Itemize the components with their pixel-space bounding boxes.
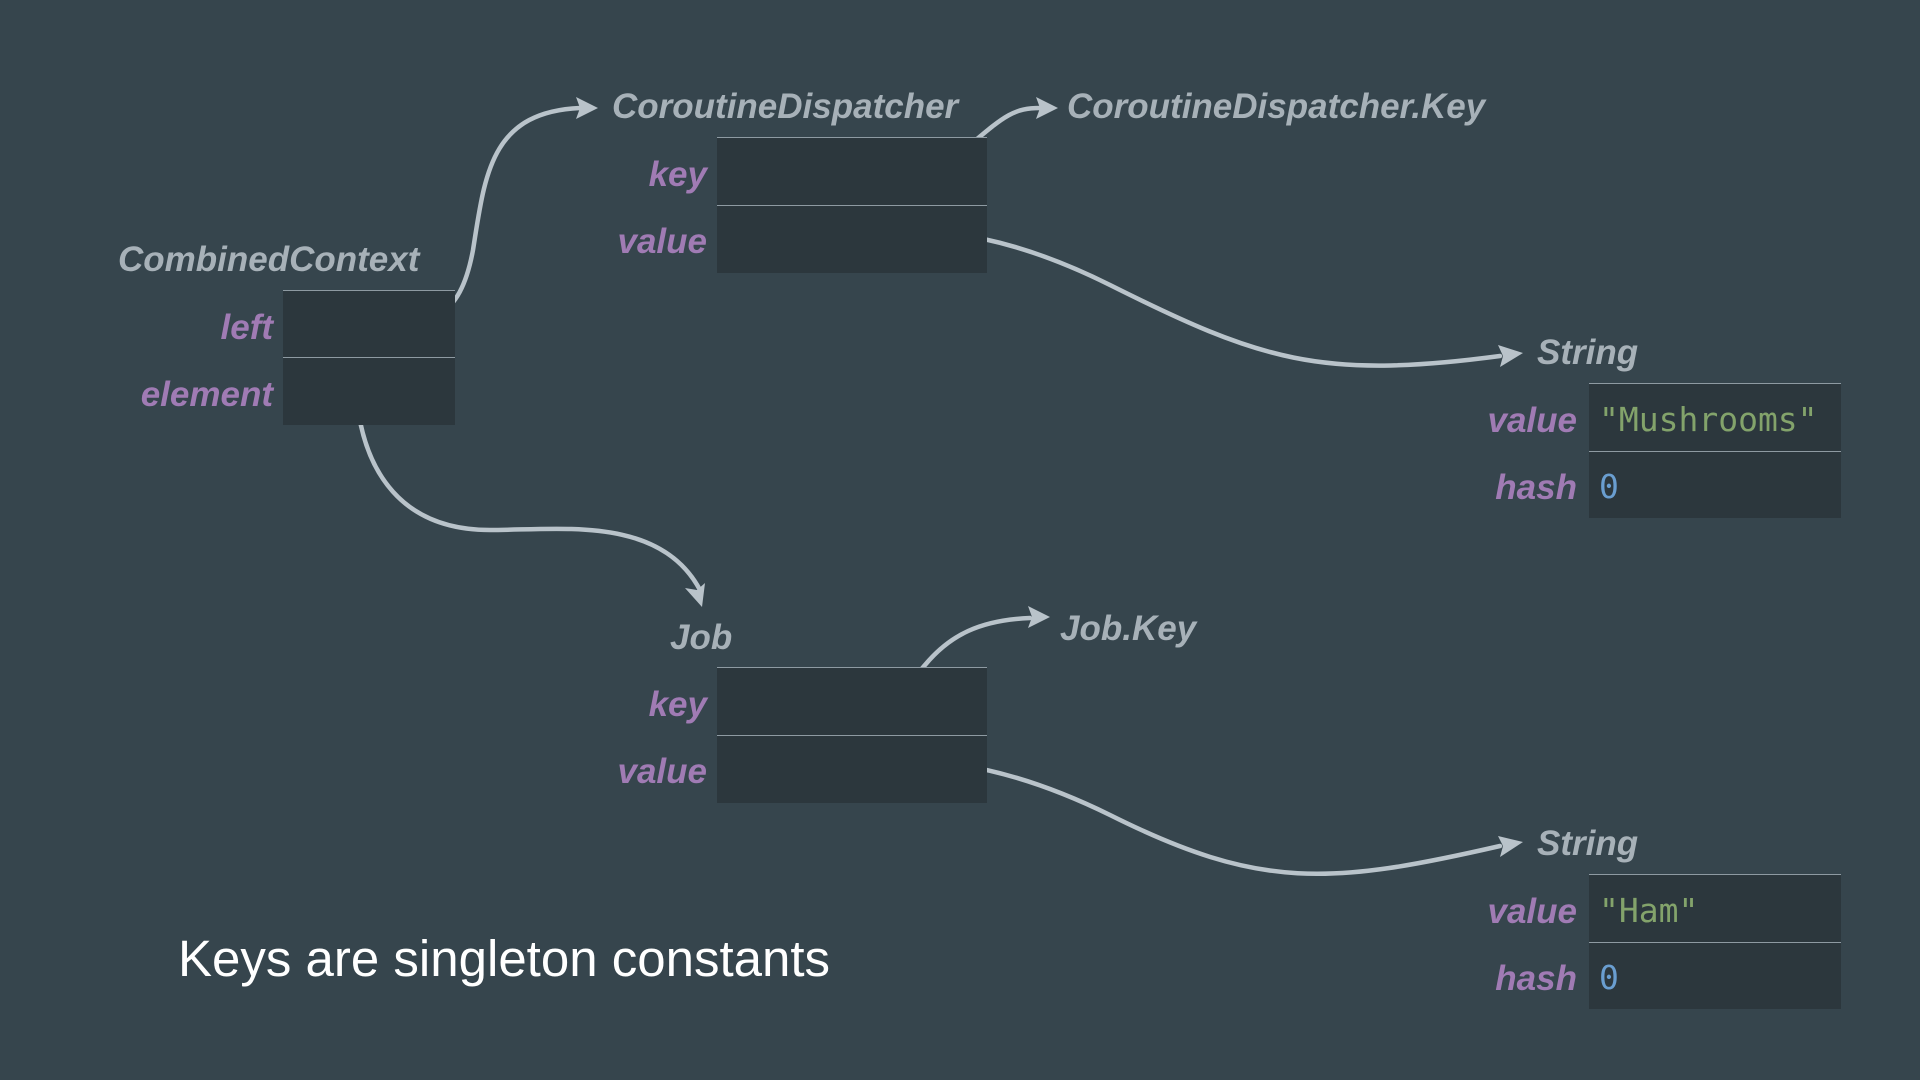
string-ham-hash-label: hash [1495, 959, 1577, 998]
string-mushrooms-value-cell [1589, 383, 1841, 451]
job-key-label: key [648, 685, 707, 724]
string-ham-value: "Ham" [1599, 891, 1699, 930]
job-title: Job [670, 618, 733, 657]
combined-context-left-cell [283, 290, 455, 357]
coroutine-dispatcher-value-label: value [617, 222, 708, 261]
combined-context-title: CombinedContext [118, 240, 420, 279]
arrow-element-to-job [354, 399, 703, 593]
combined-context-element-label: element [140, 375, 273, 414]
dispatcher-key-title: CoroutineDispatcher.Key [1067, 87, 1486, 126]
string-mushrooms-hash-label: hash [1495, 468, 1577, 507]
coroutine-dispatcher-key-label: key [648, 155, 707, 194]
combined-context-element-cell [283, 357, 455, 425]
string-mushrooms-title: String [1537, 333, 1639, 372]
job-key-cell [717, 667, 987, 735]
string-ham-value-cell [1589, 874, 1841, 942]
arrowhead-string-mushrooms [1498, 345, 1523, 367]
coroutine-dispatcher-value-cell [717, 205, 987, 273]
string-ham-title: String [1537, 824, 1639, 863]
job-value-cell [717, 735, 987, 803]
string-mushrooms-value: "Mushrooms" [1599, 400, 1818, 439]
string-ham-hash-cell [1589, 942, 1841, 1009]
string-ham-hash: 0 [1599, 958, 1619, 997]
arrowhead-job-key [1028, 606, 1050, 628]
combined-context-left-label: left [220, 308, 274, 347]
string-mushrooms-value-label: value [1487, 401, 1578, 440]
coroutine-dispatcher-key-cell [717, 137, 987, 205]
arrowhead-string-ham [1498, 836, 1523, 857]
string-ham-value-label: value [1487, 892, 1578, 931]
arrowhead-job [685, 583, 705, 607]
job-key-title: Job.Key [1060, 609, 1197, 648]
slide-caption: Keys are singleton constants [178, 930, 831, 987]
coroutine-dispatcher-title: CoroutineDispatcher [612, 87, 959, 126]
string-mushrooms-hash: 0 [1599, 467, 1619, 506]
string-mushrooms-hash-cell [1589, 451, 1841, 518]
arrowhead-dispatcher-key [1036, 97, 1058, 119]
arrowhead-dispatcher [576, 97, 598, 119]
job-value-label: value [617, 752, 708, 791]
